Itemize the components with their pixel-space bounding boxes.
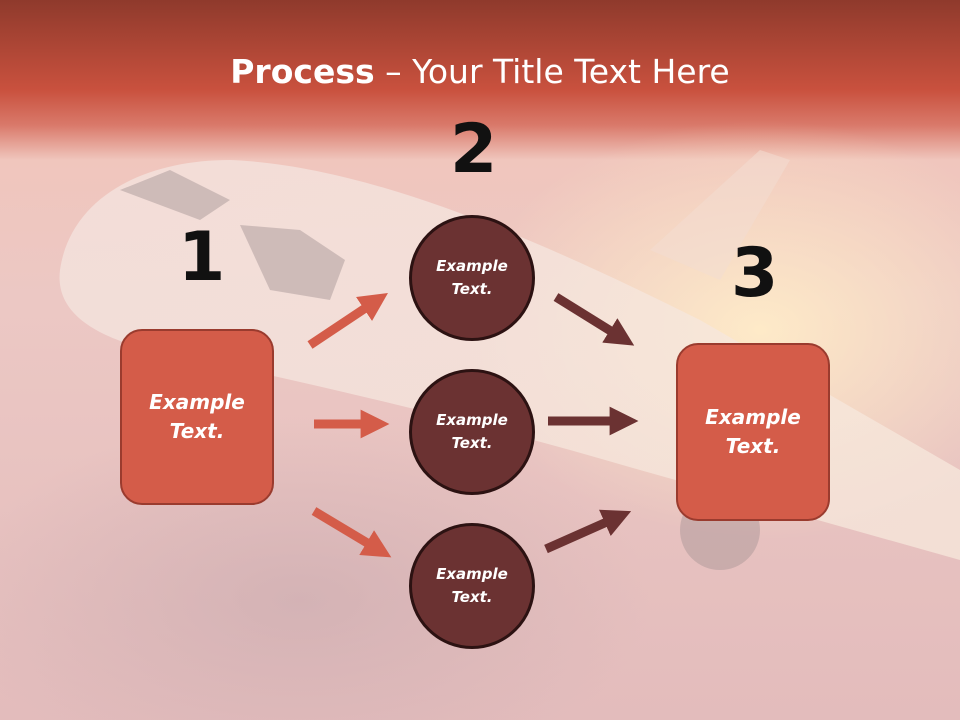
step-number-2: 2 — [450, 110, 498, 189]
circle-text-bottom: Example Text. — [436, 565, 508, 606]
step-number-1: 1 — [178, 218, 226, 297]
slide-title: Process – Your Title Text Here — [0, 52, 960, 91]
title-bold: Process — [230, 52, 375, 91]
arrow-1-to-top — [307, 293, 388, 349]
step1-text: Example Text. — [149, 390, 245, 443]
step3-text: Example Text. — [705, 405, 801, 458]
step2-circle-bottom: Example Text. — [409, 523, 535, 649]
arrow-top-to-3 — [553, 293, 635, 346]
circle-text-top: Example Text. — [436, 257, 508, 298]
step2-circle-top: Example Text. — [409, 215, 535, 341]
title-rest: – Your Title Text Here — [374, 52, 730, 91]
circle-text-middle: Example Text. — [436, 411, 508, 452]
step2-circle-middle: Example Text. — [409, 369, 535, 495]
step3-box: Example Text. — [676, 343, 830, 521]
arrow-1-to-bottom — [311, 507, 392, 558]
arrow-bottom-to-3 — [544, 509, 632, 554]
step1-box: Example Text. — [120, 329, 274, 505]
step-number-3: 3 — [731, 234, 779, 313]
